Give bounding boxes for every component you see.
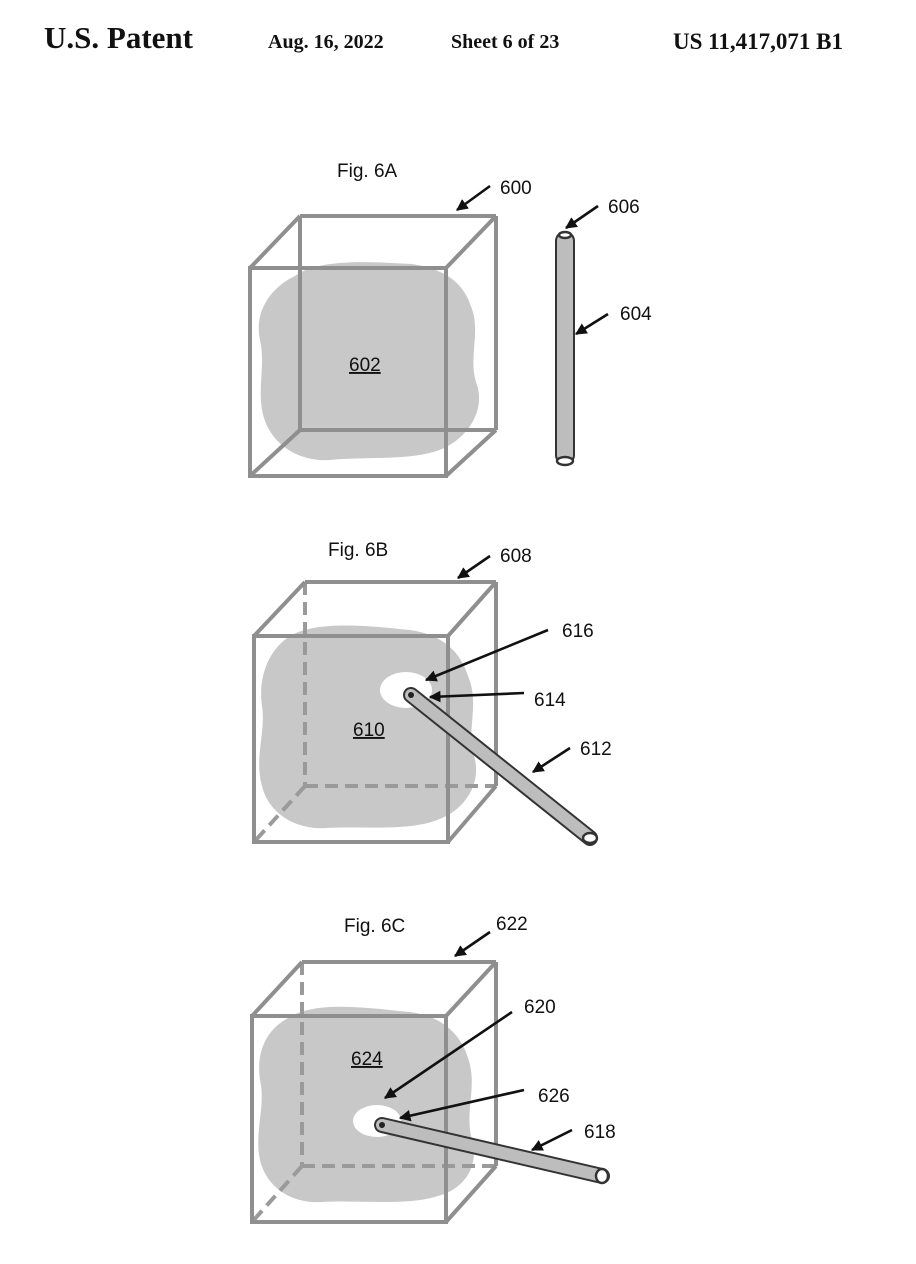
leader-arrow [457, 554, 491, 580]
leader-arrow [532, 746, 571, 774]
leader-arrow [530, 1128, 573, 1152]
tube [555, 230, 575, 467]
reference-numeral: 622 [496, 914, 528, 935]
patent-date: Aug. 16, 2022 [268, 31, 384, 53]
leader-arrow [454, 930, 491, 958]
container-box [252, 580, 498, 844]
leader-arrow [428, 690, 525, 703]
figure-label: Fig. 6C [344, 916, 405, 937]
material-label: 602 [349, 355, 381, 376]
reference-numeral: 612 [580, 739, 612, 760]
reference-numeral: 616 [562, 621, 594, 642]
figure-6b: Fig. 6B 610 608 616 614 612 [252, 540, 612, 846]
reference-numeral: 620 [524, 997, 556, 1018]
reference-numeral: 604 [620, 304, 652, 325]
container-box [250, 960, 498, 1224]
patent-number: US 11,417,071 B1 [673, 29, 843, 54]
leader-arrow [456, 184, 491, 212]
figure-6a: Fig. 6A 602 600 606 604 [248, 161, 652, 478]
figure-label: Fig. 6B [328, 540, 388, 561]
leader-arrow [565, 204, 599, 230]
material-blob [258, 262, 480, 461]
material-blob [258, 1006, 474, 1203]
reference-numeral: 606 [608, 197, 640, 218]
reference-numeral: 608 [500, 546, 532, 567]
reference-numeral: 618 [584, 1122, 616, 1143]
leader-arrow [398, 1088, 525, 1122]
container-box [248, 214, 498, 478]
tube [374, 1117, 610, 1185]
tube [403, 687, 599, 846]
reference-numeral: 600 [500, 178, 532, 199]
figure-6c: Fig. 6C 624 622 620 626 618 [250, 914, 616, 1224]
figure-label: Fig. 6A [337, 161, 398, 182]
page-header: U.S. Patent Aug. 16, 2022 Sheet 6 of 23 … [0, 0, 916, 70]
reference-numeral: 626 [538, 1086, 570, 1107]
leader-arrow [424, 628, 549, 682]
sheet-number: Sheet 6 of 23 [451, 31, 560, 53]
patent-title: U.S. Patent [44, 20, 193, 55]
reference-numeral: 614 [534, 690, 566, 711]
material-label: 610 [353, 720, 385, 741]
leader-arrow [575, 312, 609, 336]
leader-arrow [384, 1010, 513, 1100]
material-label: 624 [351, 1049, 383, 1070]
